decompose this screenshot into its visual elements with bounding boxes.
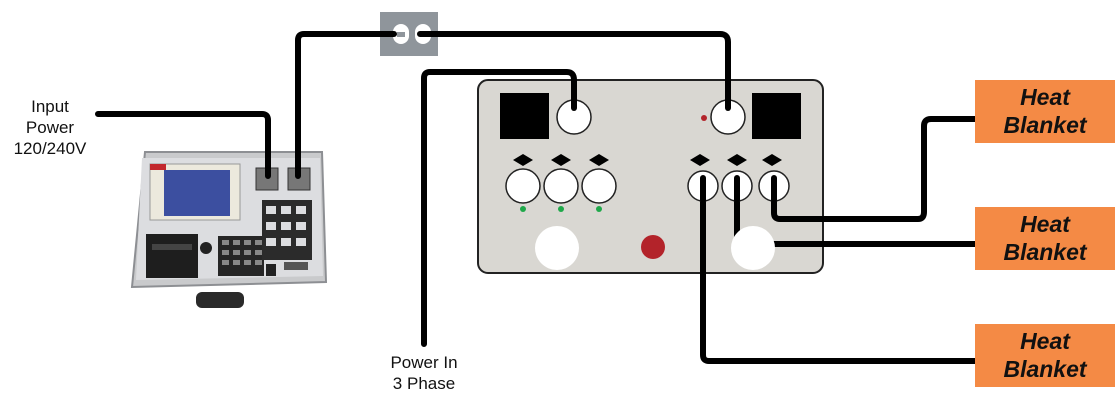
zone-connector-3: [581, 168, 617, 204]
heat-blanket-3-line-1: Heat: [1020, 328, 1070, 354]
cable-heat-blanket-3: [700, 182, 988, 364]
heat-blanket-2-line-1: Heat: [1020, 211, 1070, 237]
input-power-line-2: Power: [25, 118, 75, 137]
power-in-label: Power In 3 Phase: [374, 352, 474, 394]
heat-blanket-1-line-1: Heat: [1020, 84, 1070, 110]
power-in-line-2: 3 Phase: [392, 374, 456, 393]
cable-power-in-3phase: [421, 69, 577, 347]
emergency-stop-button: [641, 235, 665, 259]
main-connector-right: [731, 226, 775, 270]
power-in-line-1: Power In: [390, 353, 458, 372]
zone-connector-2: [543, 168, 579, 204]
cable-input-power: [95, 111, 271, 179]
input-power-label: Input Power 120/240V: [2, 96, 98, 159]
cable-outlet-to-box: [417, 31, 731, 113]
heat-blanket-2: Heat Blanket: [975, 207, 1115, 270]
display-window-right: [752, 93, 801, 139]
portable-controller: [130, 151, 328, 308]
input-power-line-3: 120/240V: [13, 139, 87, 158]
heat-blanket-1-line-2: Blanket: [1003, 112, 1087, 138]
controller-handle: [196, 292, 244, 308]
display-window-left: [500, 93, 549, 139]
main-connector-left: [535, 226, 579, 270]
controller-printer: [146, 234, 198, 278]
heat-blanket-3: Heat Blanket: [975, 324, 1115, 387]
cable-controller-to-outlet: [295, 31, 397, 179]
heat-blanket-1: Heat Blanket: [975, 80, 1115, 143]
heat-blanket-2-line-2: Blanket: [1003, 239, 1087, 265]
controller-screen: [164, 170, 230, 216]
cable-heat-blanket-1: [771, 116, 988, 222]
power-indicator-small: [701, 115, 707, 121]
zone-connector-1: [505, 168, 541, 204]
input-power-line-1: Input: [31, 97, 69, 116]
heat-blanket-3-line-2: Blanket: [1003, 356, 1087, 382]
